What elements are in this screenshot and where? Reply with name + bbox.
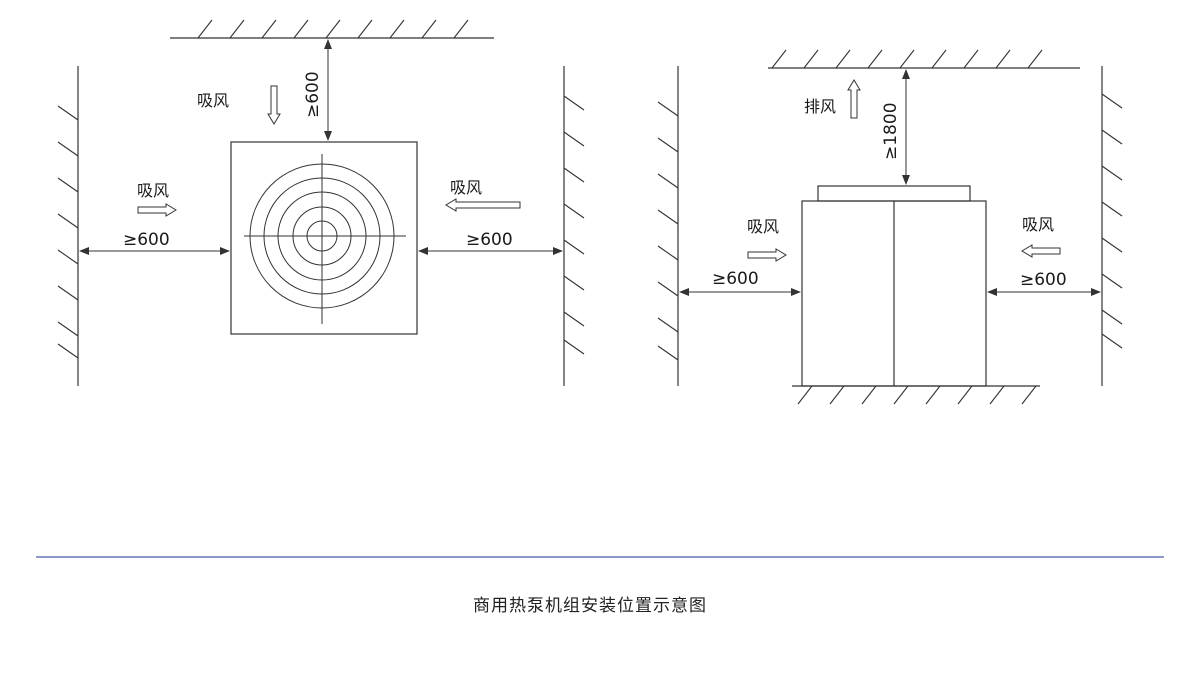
label-clearance-left-side: ≥600 xyxy=(712,269,759,289)
side-view: 排风 吸风 吸风 ≥1800 ≥600 ≥600 xyxy=(657,49,1123,405)
top-wall-hatching xyxy=(197,19,469,39)
right-wall-hatching xyxy=(563,95,585,355)
floor xyxy=(792,385,1040,405)
side-left-wall-hatching xyxy=(657,101,679,361)
airflow-arrow-right-icon xyxy=(137,203,177,217)
exhaust-arrow-up-icon xyxy=(847,79,861,119)
side-right-wall xyxy=(1101,66,1123,386)
label-intake-right-side: 吸风 xyxy=(1022,215,1054,234)
label-exhaust-top: 排风 xyxy=(804,97,836,116)
airflow-arrow-down-icon xyxy=(267,85,281,125)
label-intake-left-side: 吸风 xyxy=(747,217,779,236)
label-clearance-top: ≥600 xyxy=(303,71,323,118)
top-wall xyxy=(170,19,494,39)
label-intake-top: 吸风 xyxy=(197,91,229,110)
ceiling xyxy=(768,49,1080,69)
right-wall xyxy=(563,66,585,386)
ceiling-hatching xyxy=(771,49,1043,69)
diagram-caption: 商用热泵机组安装位置示意图 xyxy=(473,596,707,616)
label-clearance-right-side: ≥600 xyxy=(1020,270,1067,290)
label-clearance-right: ≥600 xyxy=(466,230,513,250)
unit-top-view xyxy=(230,141,418,335)
label-intake-right: 吸风 xyxy=(450,178,482,197)
side-right-wall-hatching xyxy=(1101,93,1123,349)
intake-arrow-right-icon xyxy=(747,248,787,262)
airflow-arrow-left-icon xyxy=(445,198,521,212)
side-left-wall xyxy=(657,66,679,386)
left-wall xyxy=(57,66,79,386)
unit-side-view xyxy=(801,185,987,387)
floor-hatching xyxy=(797,385,1037,405)
top-view: 吸风 吸风 吸风 ≥600 ≥600 ≥600 xyxy=(57,19,585,386)
intake-arrow-left-icon xyxy=(1021,244,1061,258)
label-clearance-left: ≥600 xyxy=(123,230,170,250)
left-wall-hatching xyxy=(57,105,79,359)
label-intake-left: 吸风 xyxy=(137,181,169,200)
label-clearance-top-side: ≥1800 xyxy=(881,102,901,160)
